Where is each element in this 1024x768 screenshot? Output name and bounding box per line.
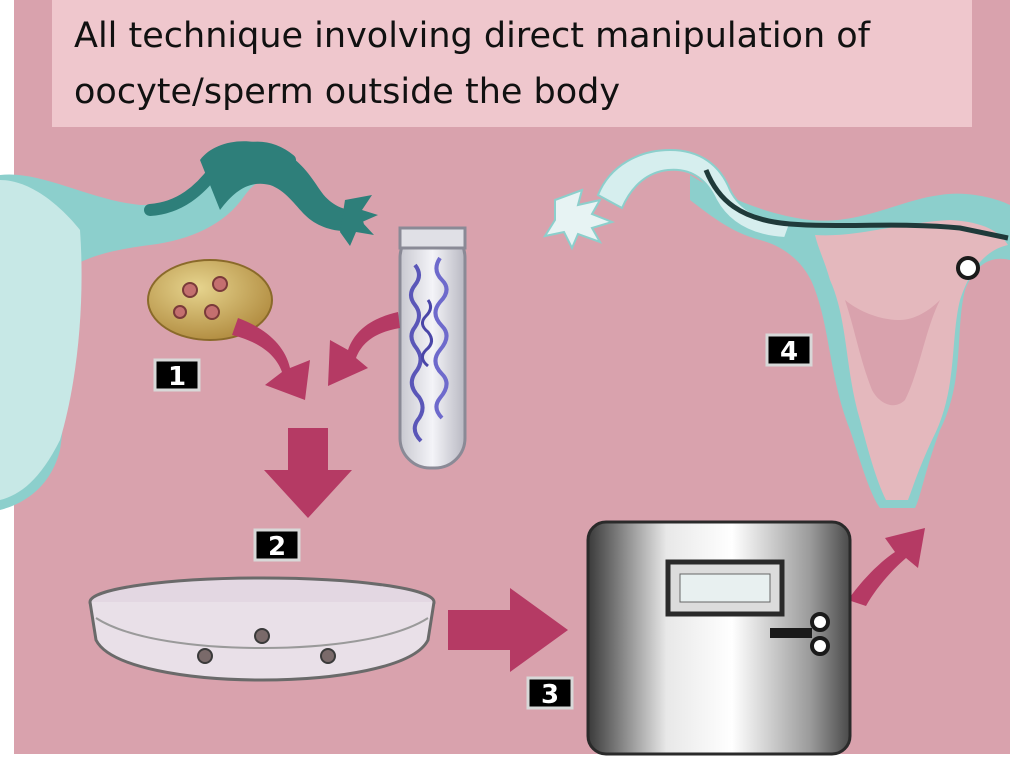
arrow-down-to-dish <box>264 428 352 518</box>
step-label-2: 2 <box>253 528 301 562</box>
step-label-2-text: 2 <box>268 532 286 562</box>
right-uterus <box>690 175 1010 508</box>
sperm-test-tube <box>398 226 467 470</box>
arrow-ovary-to-center <box>232 318 310 400</box>
step-label-1: 1 <box>153 358 201 392</box>
step-label-4: 4 <box>765 333 813 367</box>
step-label-1-text: 1 <box>168 362 186 392</box>
petri-dish <box>88 576 436 682</box>
page-title: All technique involving direct manipulat… <box>74 16 870 112</box>
left-oviduct-fimbriae <box>200 141 378 246</box>
step-label-3: 3 <box>526 676 574 710</box>
arrow-dish-to-incubator <box>448 588 568 672</box>
right-oviduct-fimbriae <box>542 148 1009 251</box>
incubator <box>586 520 852 756</box>
arrow-incubator-to-uterus <box>848 528 925 606</box>
title-box: All technique involving direct manipulat… <box>52 0 972 127</box>
arrow-tube-to-center <box>328 312 400 386</box>
step-label-4-text: 4 <box>780 337 798 367</box>
step-label-3-text: 3 <box>541 680 559 710</box>
slide-border-bottom <box>0 754 1024 768</box>
slide-border-right <box>1010 0 1024 768</box>
